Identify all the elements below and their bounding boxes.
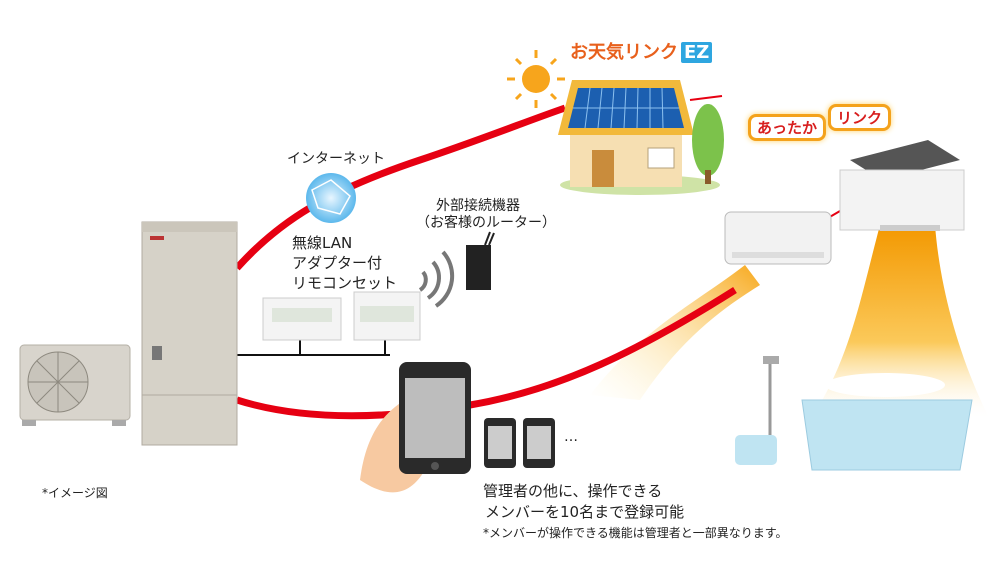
internet-label: インターネット xyxy=(287,151,385,167)
image-note: *イメージ図 xyxy=(42,486,108,500)
warm-air-from-ceiling xyxy=(810,225,990,420)
water-heater-tank-unit xyxy=(141,221,238,446)
house-link-line xyxy=(689,95,723,101)
members-note: *メンバーが操作できる機能は管理者と一部異なります。 xyxy=(483,526,788,540)
member-smartphone-2 xyxy=(523,418,555,468)
ez-badge: EZ xyxy=(681,42,713,63)
sun-icon xyxy=(507,50,565,108)
warm-link-logo-part2: リンク xyxy=(828,104,892,131)
warm-link-logo-part1: あったか xyxy=(748,114,827,141)
air-conditioner xyxy=(724,211,832,265)
warm-air-from-ac xyxy=(590,265,760,400)
globe-icon xyxy=(306,173,356,223)
bathtub-with-shower xyxy=(735,356,973,471)
wifi-signal-icon xyxy=(418,250,455,308)
remote-wiring xyxy=(237,340,390,356)
outdoor-heat-pump-unit xyxy=(19,344,131,426)
adapter-label-line2: アダプター付 xyxy=(292,254,383,272)
smartphone-with-hand xyxy=(360,362,471,493)
adapter-label-line1: 無線LAN xyxy=(292,234,353,252)
external-device-label: 外部接続機器 xyxy=(436,198,520,214)
more-members-ellipsis: … xyxy=(564,429,578,445)
weather-link-text: お天気リンク xyxy=(570,42,678,63)
router-icon xyxy=(466,231,495,290)
internet-link-line xyxy=(234,104,567,271)
members-text-line1: 管理者の他に、操作できる xyxy=(483,482,663,500)
house-with-solar-panels xyxy=(558,80,724,195)
member-smartphone-1 xyxy=(484,418,516,468)
members-text-line2: メンバーを10名まで登録可能 xyxy=(485,503,685,521)
external-device-sublabel: （お客様のルーター） xyxy=(416,215,556,231)
adapter-label-line3: リモコンセット xyxy=(292,274,398,292)
remote-controller-2 xyxy=(353,291,421,341)
remote-controller-1 xyxy=(262,297,342,341)
bathroom-ceiling-heater xyxy=(839,140,965,231)
